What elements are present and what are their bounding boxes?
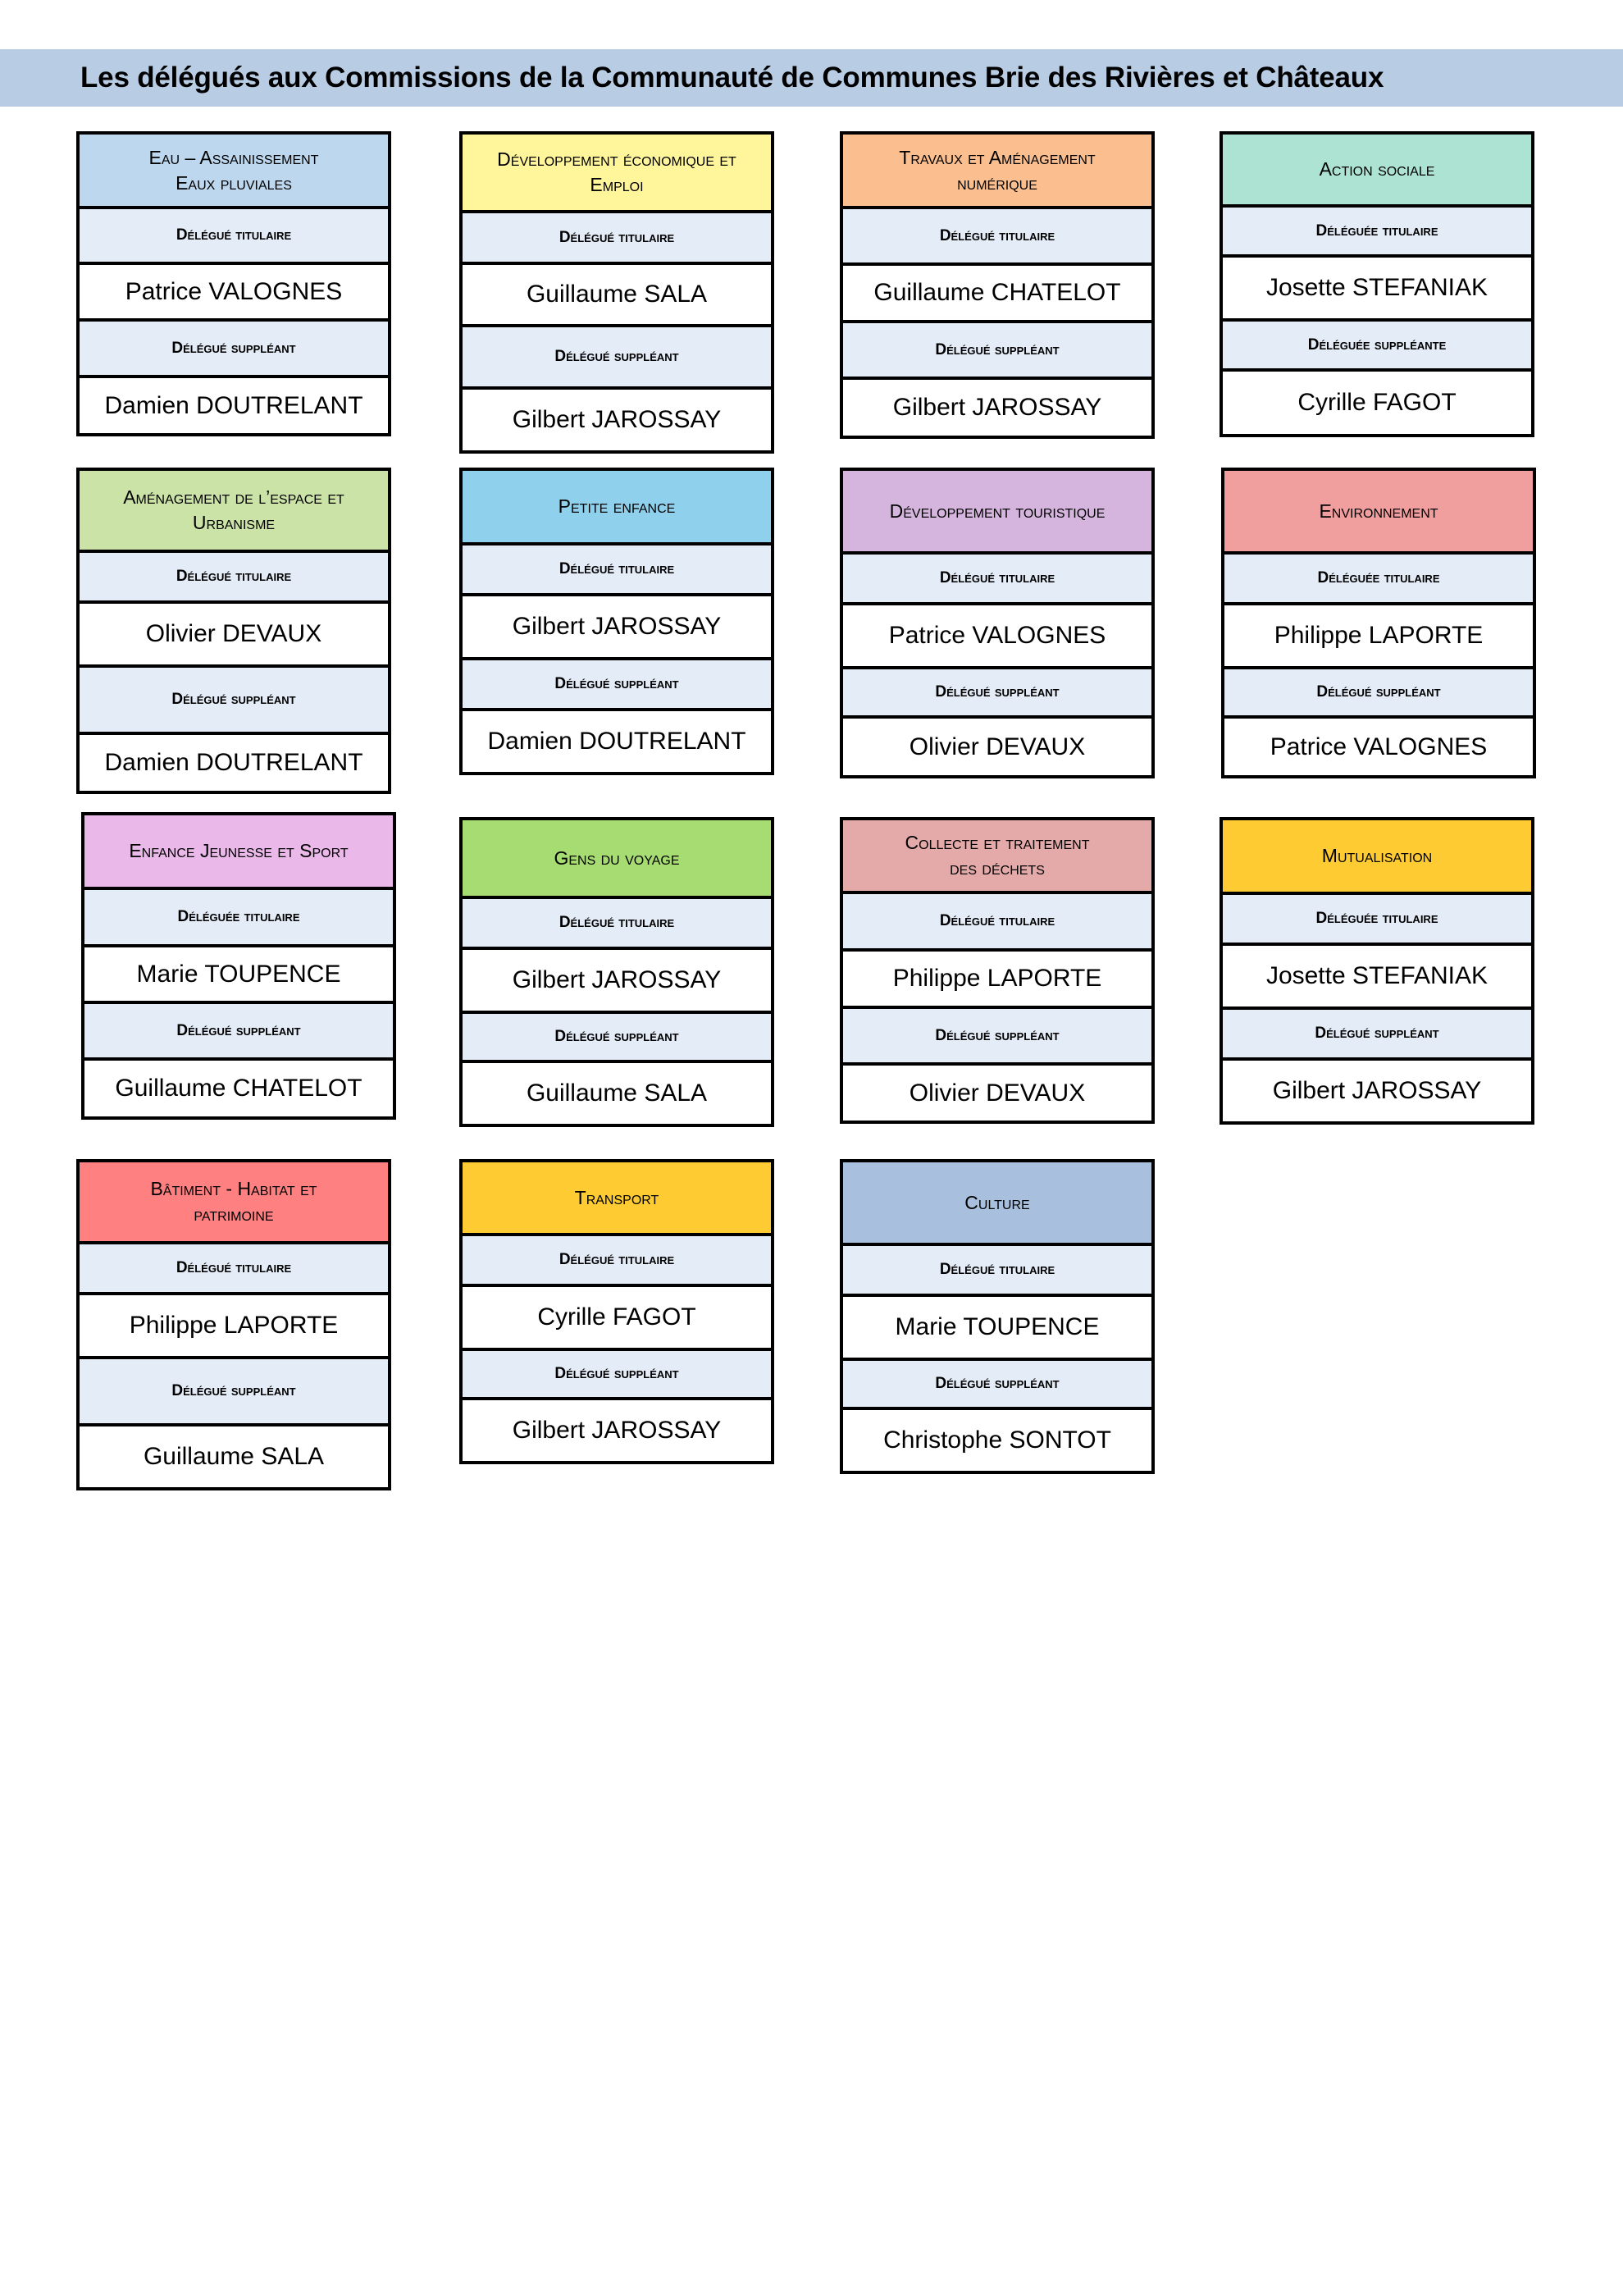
commission-card-gens-du-voyage: Gens du voyage Délégué titulaire Gilbert… bbox=[459, 817, 774, 1127]
titulaire-name: Gilbert JAROSSAY bbox=[463, 950, 771, 1014]
titulaire-label: Délégué titulaire bbox=[80, 209, 388, 265]
suppleant-label: Délégué suppléant bbox=[80, 1359, 388, 1426]
suppleant-name: Guillaume SALA bbox=[143, 1443, 325, 1470]
titulaire-label: Délégué titulaire bbox=[463, 1236, 771, 1287]
suppleant-label: Déléguée suppléante bbox=[1223, 322, 1531, 372]
titulaire-name: Josette STEFANIAK bbox=[1223, 258, 1531, 322]
titulaire-name: Gilbert JAROSSAY bbox=[463, 596, 771, 660]
titulaire-name: Cyrille FAGOT bbox=[463, 1287, 771, 1351]
titulaire-label: Délégué titulaire bbox=[80, 1244, 388, 1295]
title-banner: Les délégués aux Commissions de la Commu… bbox=[0, 49, 1623, 107]
suppleant-name: Damien DOUTRELANT bbox=[104, 749, 363, 776]
commission-title: Aménagement de l’espace et Urbanisme bbox=[80, 471, 388, 553]
commission-card-travaux: Travaux et Aménagement numérique Délégué… bbox=[840, 131, 1155, 439]
page-title: Les délégués aux Commissions de la Commu… bbox=[80, 62, 1384, 94]
titulaire-name: Josette STEFANIAK bbox=[1223, 946, 1531, 1010]
commission-title: Action sociale bbox=[1223, 135, 1531, 208]
titulaire-name: Philippe LAPORTE bbox=[80, 1295, 388, 1359]
commission-card-developpement-touristique: Développement touristique Délégué titula… bbox=[840, 468, 1155, 778]
commission-title: Gens du voyage bbox=[463, 820, 771, 899]
suppleant-label: Délégué suppléant bbox=[843, 323, 1151, 380]
commission-card-developpement-economique: Développement économique et Emploi Délég… bbox=[459, 131, 774, 454]
commission-card-collecte-dechets: Collecte et traitement des déchets Délég… bbox=[840, 817, 1155, 1124]
commission-card-environnement: Environnement Déléguée titulaire Philipp… bbox=[1221, 468, 1536, 778]
titulaire-name: Guillaume SALA bbox=[463, 265, 771, 327]
commission-title: Mutualisation bbox=[1223, 820, 1531, 895]
titulaire-label: Déléguée titulaire bbox=[1223, 895, 1531, 946]
titulaire-label: Délégué titulaire bbox=[463, 545, 771, 596]
commission-title: Enfance Jeunesse et Sport bbox=[84, 815, 393, 890]
titulaire-name: Patrice VALOGNES bbox=[843, 605, 1151, 669]
commission-card-action-sociale: Action sociale Déléguée titulaire Josett… bbox=[1220, 131, 1534, 437]
suppleant-name: Gilbert JAROSSAY bbox=[512, 406, 722, 433]
commission-card-mutualisation: Mutualisation Déléguée titulaire Josette… bbox=[1220, 817, 1534, 1125]
suppleant-label: Délégué suppléant bbox=[84, 1004, 393, 1061]
titulaire-label: Délégué titulaire bbox=[843, 1246, 1151, 1297]
commission-title: Développement économique et Emploi bbox=[463, 135, 771, 213]
titulaire-name: Patrice VALOGNES bbox=[80, 265, 388, 322]
commission-title: Bâtiment - Habitat et patrimoine bbox=[80, 1162, 388, 1244]
suppleant-label: Délégué suppléant bbox=[463, 1351, 771, 1400]
titulaire-label: Déléguée titulaire bbox=[1224, 555, 1533, 605]
titulaire-label: Délégué titulaire bbox=[843, 555, 1151, 605]
titulaire-name: Guillaume CHATELOT bbox=[843, 266, 1151, 323]
commission-title: Travaux et Aménagement numérique bbox=[843, 135, 1151, 209]
suppleant-label: Délégué suppléant bbox=[463, 1014, 771, 1063]
commission-title: Culture bbox=[843, 1162, 1151, 1246]
suppleant-label: Délégué suppléant bbox=[80, 322, 388, 378]
suppleant-name: Damien DOUTRELANT bbox=[487, 728, 746, 755]
suppleant-label: Délégué suppléant bbox=[463, 327, 771, 390]
titulaire-label: Délégué titulaire bbox=[843, 209, 1151, 266]
suppleant-name: Olivier DEVAUX bbox=[909, 733, 1086, 760]
suppleant-label: Délégué suppléant bbox=[1223, 1010, 1531, 1061]
suppleant-label: Délégué suppléant bbox=[80, 668, 388, 735]
suppleant-label: Délégué suppléant bbox=[843, 669, 1151, 719]
titulaire-label: Délégué titulaire bbox=[463, 213, 771, 265]
commission-title: Environnement bbox=[1224, 471, 1533, 555]
suppleant-name: Gilbert JAROSSAY bbox=[1272, 1077, 1482, 1104]
suppleant-label: Délégué suppléant bbox=[843, 1009, 1151, 1066]
suppleant-name: Gilbert JAROSSAY bbox=[512, 1417, 722, 1444]
titulaire-label: Déléguée titulaire bbox=[1223, 208, 1531, 258]
suppleant-name: Gilbert JAROSSAY bbox=[892, 394, 1102, 421]
commission-card-petite-enfance: Petite enfance Délégué titulaire Gilbert… bbox=[459, 468, 774, 775]
suppleant-name: Cyrille FAGOT bbox=[1297, 389, 1457, 416]
commission-card-enfance-jeunesse-sport: Enfance Jeunesse et Sport Déléguée titul… bbox=[81, 812, 396, 1120]
commission-card-transport: Transport Délégué titulaire Cyrille FAGO… bbox=[459, 1159, 774, 1464]
suppleant-label: Délégué suppléant bbox=[1224, 669, 1533, 719]
suppleant-name: Patrice VALOGNES bbox=[1270, 733, 1488, 760]
commission-title: Collecte et traitement des déchets bbox=[843, 820, 1151, 894]
suppleant-name: Damien DOUTRELANT bbox=[104, 391, 363, 419]
suppleant-name: Christophe SONTOT bbox=[883, 1426, 1111, 1454]
titulaire-label: Déléguée titulaire bbox=[84, 890, 393, 947]
titulaire-name: Olivier DEVAUX bbox=[80, 604, 388, 668]
titulaire-label: Délégué titulaire bbox=[80, 553, 388, 604]
commission-card-amenagement-espace: Aménagement de l’espace et Urbanisme Dél… bbox=[76, 468, 391, 794]
suppleant-name: Olivier DEVAUX bbox=[909, 1079, 1086, 1107]
commission-title: Développement touristique bbox=[843, 471, 1151, 555]
commission-card-culture: Culture Délégué titulaire Marie TOUPENCE… bbox=[840, 1159, 1155, 1474]
commission-title: Transport bbox=[463, 1162, 771, 1236]
commission-title: Eau – Assainissement Eaux pluviales bbox=[80, 135, 388, 209]
suppleant-label: Délégué suppléant bbox=[463, 660, 771, 711]
titulaire-name: Marie TOUPENCE bbox=[843, 1297, 1151, 1361]
commission-title: Petite enfance bbox=[463, 471, 771, 545]
commission-card-batiment-habitat: Bâtiment - Habitat et patrimoine Délégué… bbox=[76, 1159, 391, 1490]
titulaire-name: Marie TOUPENCE bbox=[84, 947, 393, 1004]
suppleant-name: Guillaume CHATELOT bbox=[115, 1075, 362, 1102]
suppleant-name: Guillaume SALA bbox=[526, 1080, 708, 1107]
suppleant-label: Délégué suppléant bbox=[843, 1361, 1151, 1410]
titulaire-label: Délégué titulaire bbox=[463, 899, 771, 950]
commission-card-eau-assainissement: Eau – Assainissement Eaux pluviales Délé… bbox=[76, 131, 391, 436]
titulaire-name: Philippe LAPORTE bbox=[1224, 605, 1533, 669]
titulaire-name: Philippe LAPORTE bbox=[843, 952, 1151, 1009]
titulaire-label: Délégué titulaire bbox=[843, 894, 1151, 952]
